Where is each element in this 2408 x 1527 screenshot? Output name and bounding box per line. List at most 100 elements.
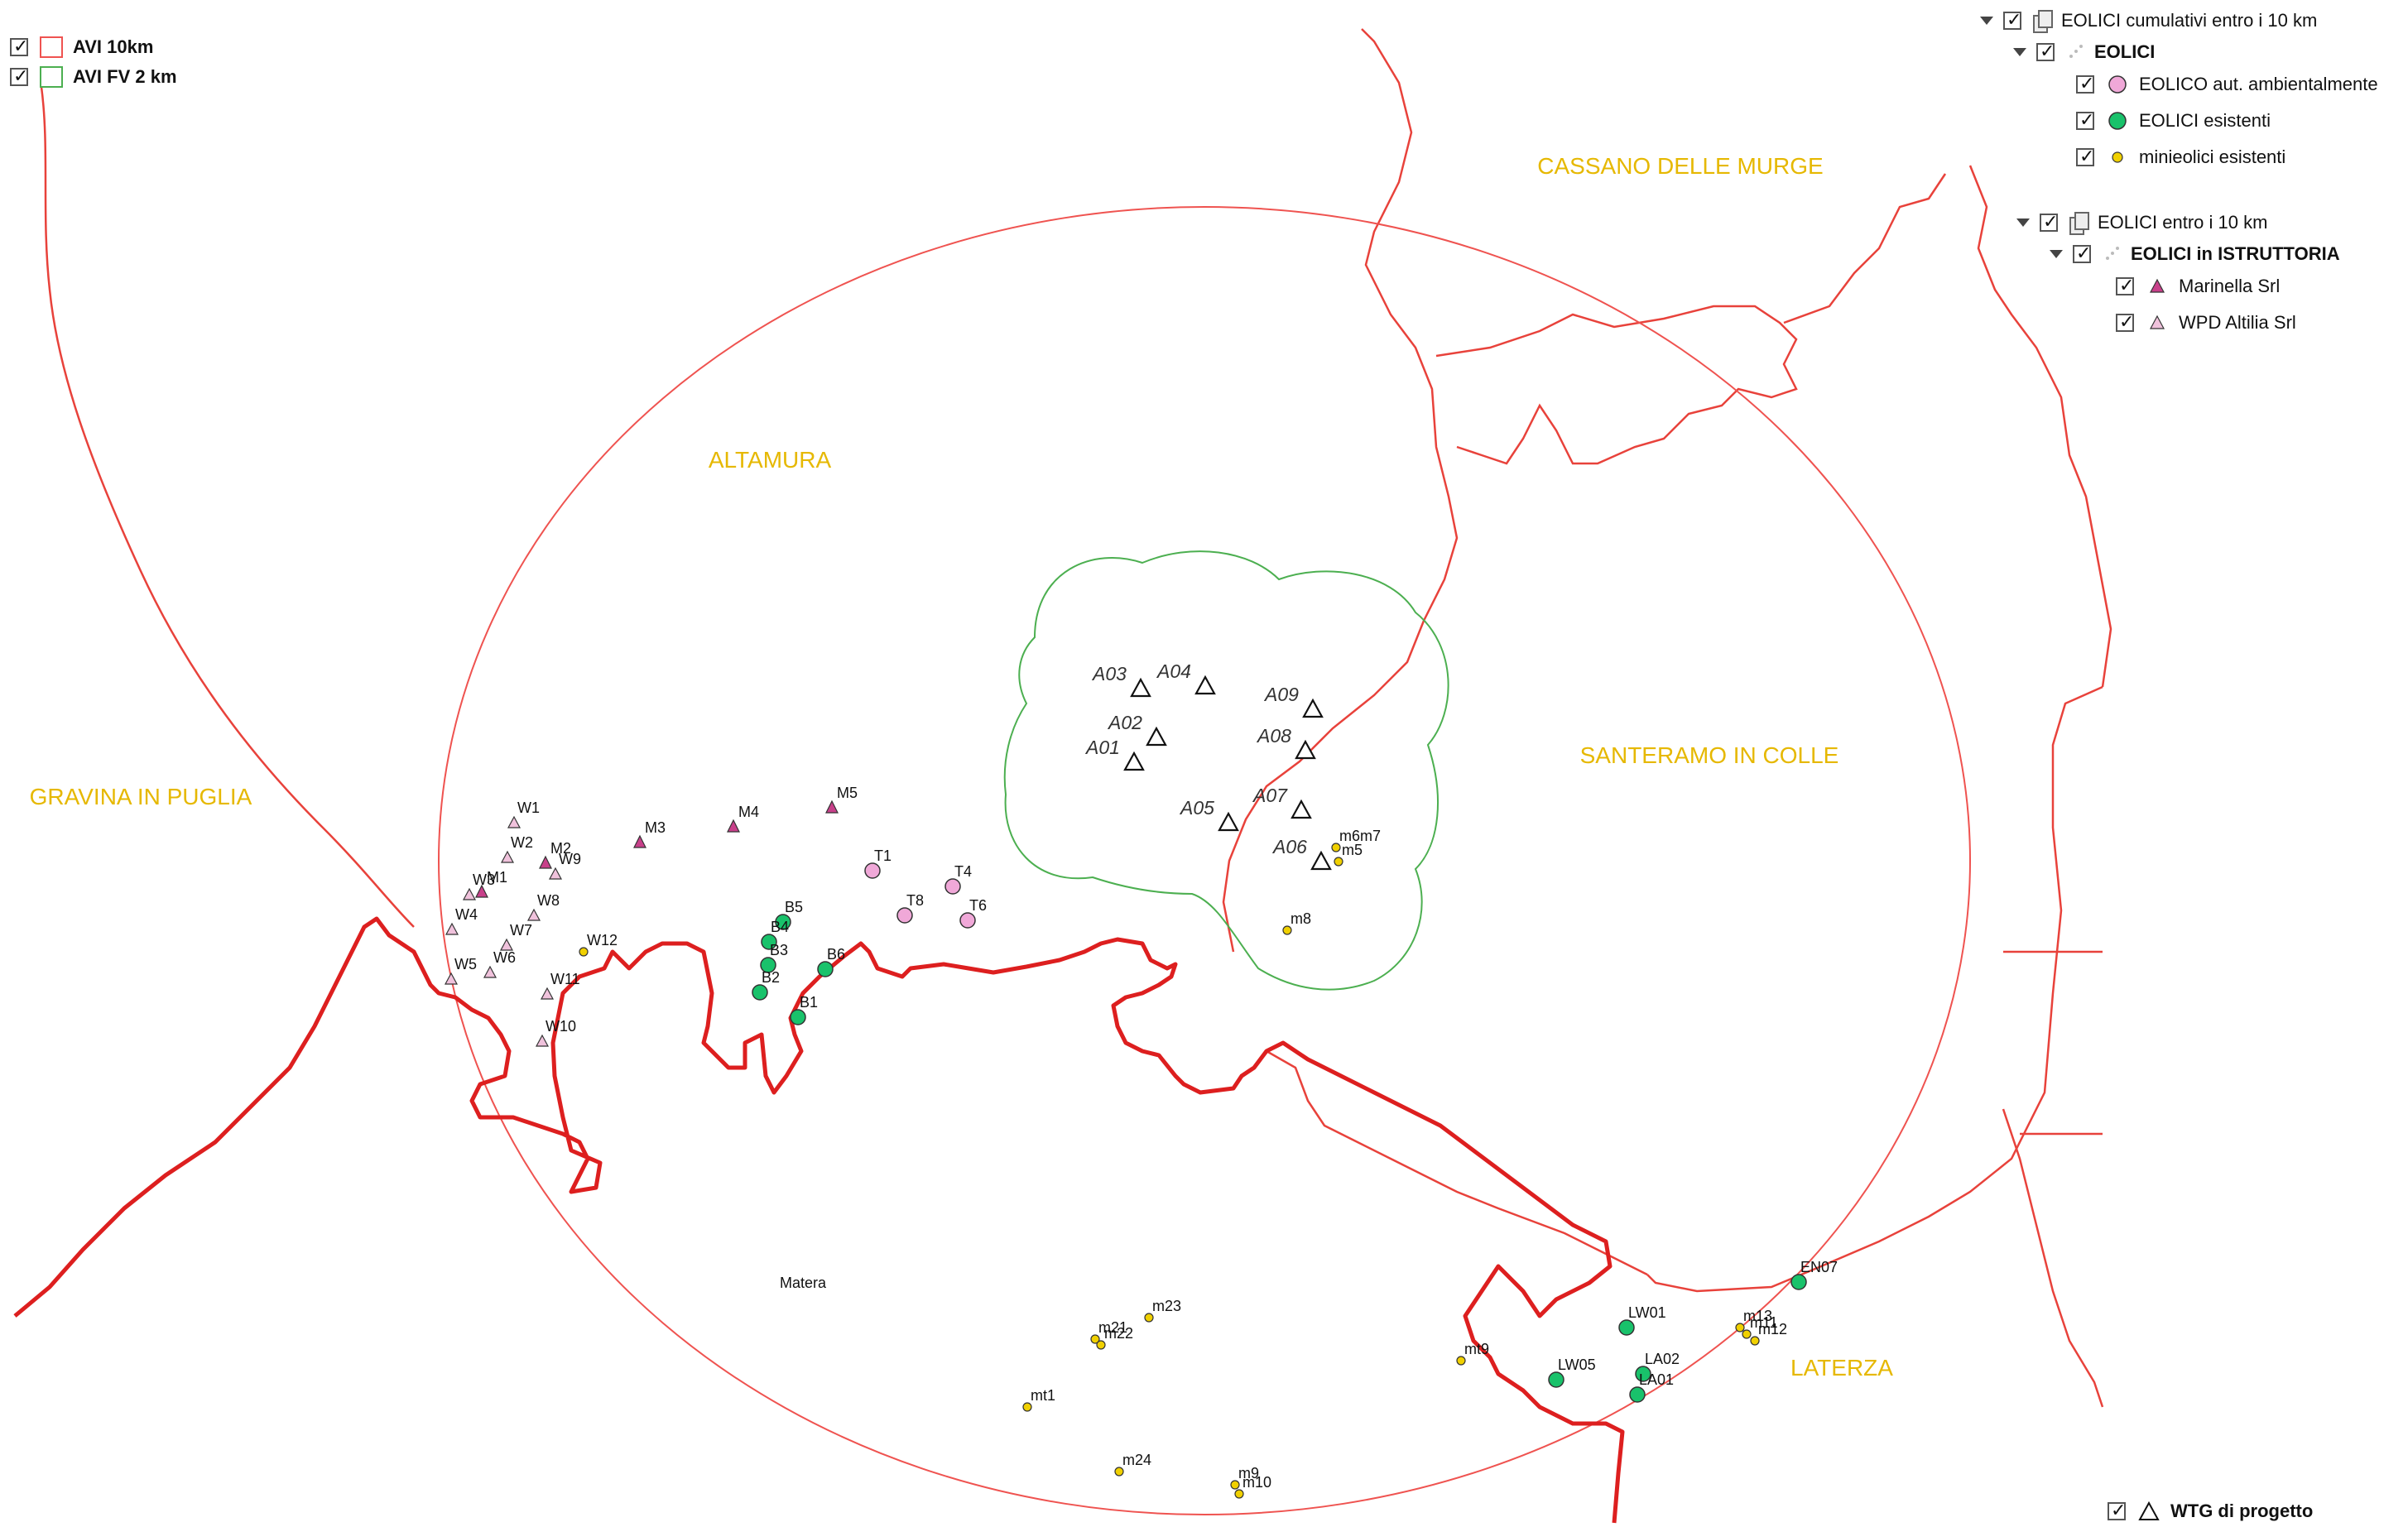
wpd-turbine-marker (483, 965, 497, 978)
point-label: A06 (1271, 836, 1307, 857)
wpd-turbine-marker (526, 908, 541, 921)
expand-group-cumulativi-icon[interactable] (1980, 17, 1993, 25)
eolico-aut-marker (864, 862, 881, 879)
point-label: A08 (1256, 725, 1291, 747)
legend-minieolici[interactable]: minieolici esistenti (2076, 146, 2285, 169)
expand-istruttoria-icon[interactable] (2050, 250, 2063, 258)
point-label: EN07 (1800, 1259, 1838, 1275)
checkbox-minieolici[interactable] (2076, 146, 2094, 167)
wpd-turbine-marker (540, 987, 555, 1000)
green-circle-icon (2106, 109, 2129, 132)
point-label: m9 (1238, 1465, 1259, 1481)
legend-eolico-aut[interactable]: EOLICO aut. ambientalmente (2076, 73, 2378, 96)
buffer-10km (438, 206, 1971, 1515)
eolico-esistente-marker (817, 961, 834, 977)
wtg-progetto-marker (1310, 850, 1332, 871)
point-label: m21 (1098, 1319, 1127, 1336)
avi-10km-label: AVI 10km (73, 36, 154, 57)
minieolico-marker (1735, 1323, 1745, 1333)
wtg-progetto-marker (1302, 698, 1324, 718)
group-entro-label: EOLICI entro i 10 km (2098, 212, 2268, 233)
point-label: B5 (785, 899, 803, 915)
legend-marinella[interactable]: Marinella Srl (2116, 275, 2280, 298)
point-label: LW01 (1628, 1304, 1666, 1321)
eolico-aut-marker (896, 907, 913, 924)
yellow-circle-icon (2106, 146, 2129, 169)
wtg-progetto-marker (1130, 677, 1151, 698)
expand-eolici-icon[interactable] (2013, 48, 2026, 56)
checkbox-eolico-aut[interactable] (2076, 74, 2094, 94)
eolico-esistente-marker (1790, 1274, 1807, 1290)
minieolico-marker (1334, 857, 1343, 867)
wtg-progetto-marker (1291, 799, 1312, 819)
point-label: B6 (827, 946, 845, 963)
point-label: W9 (559, 851, 581, 867)
avi-fv-2km-swatch (40, 66, 63, 88)
eolico-esistente-marker (775, 914, 791, 930)
wpd-label: WPD Altilia Srl (2179, 312, 2296, 333)
checkbox-eolici-esistenti[interactable] (2076, 110, 2094, 131)
minieolico-marker (1096, 1340, 1106, 1350)
point-label: A05 (1179, 797, 1214, 819)
town-label: ALTAMURA (709, 447, 832, 473)
checkbox-avi-10km[interactable] (10, 36, 28, 57)
checkbox-avi-fv-2km[interactable] (10, 66, 28, 87)
legend-wpd[interactable]: WPD Altilia Srl (2116, 311, 2296, 334)
point-label: W2 (511, 834, 533, 851)
eolico-esistente-marker (1548, 1371, 1564, 1388)
point-label: A03 (1091, 663, 1127, 684)
checkbox-istruttoria[interactable] (2073, 243, 2091, 264)
istruttoria-label: EOLICI in ISTRUTTORIA (2131, 243, 2340, 264)
point-label: W8 (537, 892, 560, 909)
wpd-turbine-marker (535, 1034, 550, 1047)
point-label: m12 (1758, 1321, 1787, 1337)
checkbox-group-cumulativi[interactable] (2003, 10, 2021, 31)
wtg-progetto-marker (1146, 726, 1167, 747)
point-label: m13 (1743, 1308, 1772, 1324)
checkbox-wtg-progetto[interactable] (2108, 1501, 2126, 1521)
legend-group-entro[interactable]: EOLICI entro i 10 km (2016, 212, 2268, 235)
checkbox-wpd[interactable] (2116, 312, 2134, 333)
municipal-borders (40, 28, 2112, 1408)
wpd-turbine-marker (444, 972, 459, 985)
marinella-turbine-marker (475, 884, 488, 898)
purple-triangle-icon (2146, 275, 2169, 298)
group-cumulativi-label: EOLICI cumulativi entro i 10 km (2061, 10, 2318, 31)
town-label: LATERZA (1790, 1355, 1893, 1381)
legend-avi-10km[interactable]: AVI 10km (10, 36, 153, 58)
point-label: A04 (1156, 660, 1191, 682)
point-label: M4 (738, 804, 759, 820)
legend-wtg-progetto[interactable]: WTG di progetto (2108, 1500, 2313, 1523)
point-label: m8 (1291, 910, 1311, 927)
minieolico-marker (1282, 925, 1292, 935)
eolico-aut-label: EOLICO aut. ambientalmente (2139, 74, 2378, 94)
minieolico-marker (1230, 1480, 1240, 1490)
minieolico-marker (1331, 843, 1341, 852)
checkbox-marinella[interactable] (2116, 276, 2134, 296)
checkbox-eolici[interactable] (2036, 41, 2055, 62)
point-label: A01 (1084, 737, 1120, 758)
point-label: M5 (837, 785, 858, 801)
point-label: mt1 (1031, 1387, 1055, 1404)
legend-eolici-esistenti[interactable]: EOLICI esistenti (2076, 109, 2271, 132)
expand-group-entro-icon[interactable] (2016, 218, 2030, 227)
legend-avi-fv-2km[interactable]: AVI FV 2 km (10, 66, 177, 88)
minieolico-marker (1144, 1313, 1154, 1323)
layer-minieolici: W12m6m7m5m8m23m21m22mt1m24m9m10mt9m13m11… (579, 828, 1787, 1499)
legend-group-cumulativi[interactable]: EOLICI cumulativi entro i 10 km (1980, 10, 2318, 33)
legend-eolici[interactable]: EOLICI (2013, 41, 2155, 63)
point-label: M1 (487, 869, 507, 886)
point-label: LA02 (1645, 1351, 1680, 1367)
eolico-esistente-marker (761, 934, 777, 950)
wpd-turbine-marker (548, 867, 563, 880)
point-label: W5 (454, 956, 477, 972)
checkbox-group-entro[interactable] (2040, 212, 2058, 233)
eolico-esistente-marker (752, 984, 768, 1001)
wtg-progetto-marker (1218, 811, 1239, 832)
point-label: W1 (517, 800, 540, 816)
legend-istruttoria[interactable]: EOLICI in ISTRUTTORIA (2050, 243, 2340, 265)
point-label: B1 (800, 994, 818, 1011)
